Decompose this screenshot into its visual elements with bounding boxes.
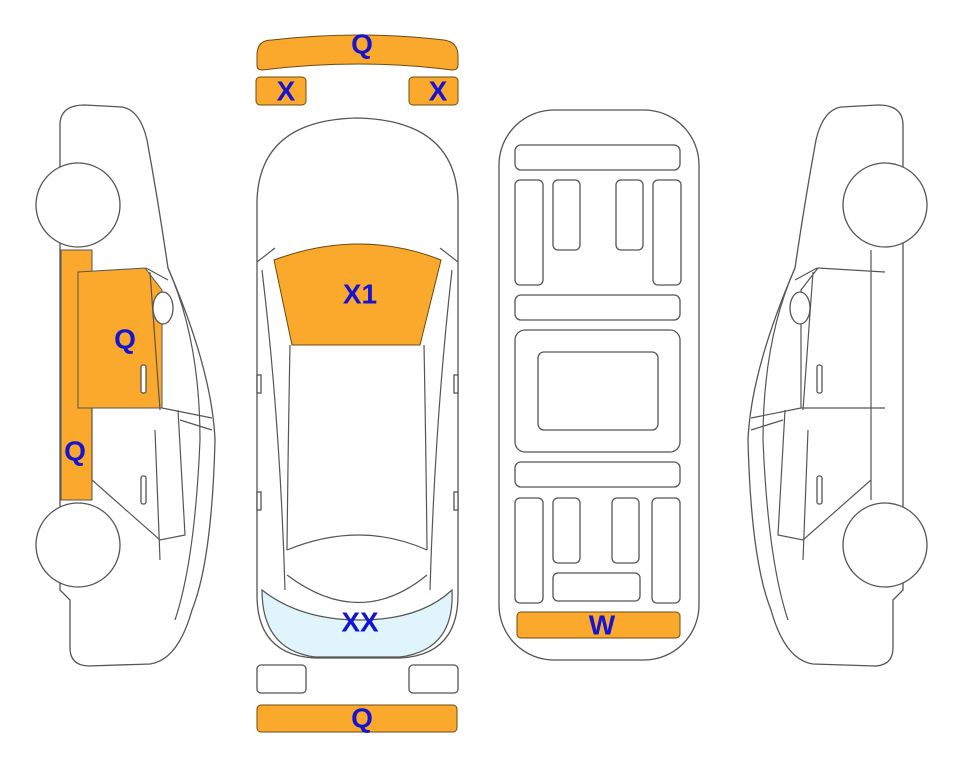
door-handle[interactable] [140, 364, 147, 394]
front-bumper[interactable] [256, 34, 459, 71]
rear-wheel[interactable] [842, 502, 928, 588]
front-wheel[interactable] [842, 162, 928, 248]
mirror-left-rear [256, 491, 262, 511]
side-mirror [789, 291, 811, 325]
mirror-left-front [256, 374, 262, 394]
front-wheel[interactable] [35, 162, 121, 248]
mirror-right-rear [453, 491, 459, 511]
left-headlight[interactable] [255, 76, 307, 106]
right-side-view [747, 104, 928, 667]
windshield[interactable] [273, 243, 442, 346]
windshield-label: X1 [343, 278, 377, 309]
rear-wheel[interactable] [35, 502, 121, 588]
right-headlight-label: X [429, 75, 448, 106]
rear-bumper-label: Q [351, 702, 373, 733]
front-bumper-label: Q [351, 28, 373, 59]
left-front-door-label: Q [114, 323, 136, 354]
door-handle[interactable] [816, 364, 823, 394]
side-mirror [152, 291, 174, 325]
door-handle[interactable] [816, 475, 823, 505]
underbody-rear-label: W [589, 609, 616, 640]
right-taillight[interactable] [408, 664, 459, 694]
door-handle[interactable] [140, 475, 147, 505]
underbody-rear-panel[interactable] [516, 611, 681, 639]
left-side-view: Q Q [35, 104, 216, 667]
top-view: Q X X X1 XX Q [255, 28, 459, 733]
left-rocker-label: Q [64, 435, 86, 466]
right-headlight[interactable] [408, 76, 459, 106]
rear-window-label: XX [341, 606, 379, 637]
left-taillight[interactable] [256, 664, 307, 694]
rear-window[interactable] [261, 588, 453, 658]
top-body[interactable] [256, 117, 459, 659]
rear-bumper[interactable] [256, 704, 458, 733]
underbody-view: W [498, 109, 700, 661]
left-headlight-label: X [277, 75, 296, 106]
mirror-right-front [453, 374, 459, 394]
